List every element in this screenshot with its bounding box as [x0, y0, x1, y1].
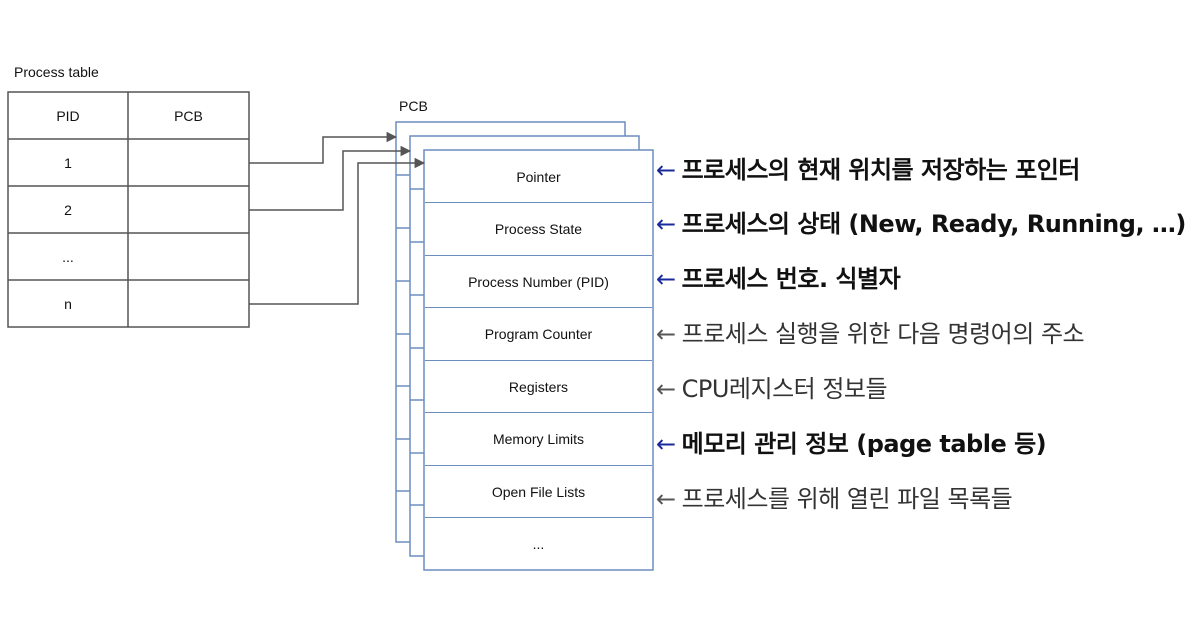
- annotation-text: 프로세스 번호. 식별자: [681, 265, 901, 293]
- annotation-text: 프로세스를 위해 열린 파일 목록들: [681, 485, 1013, 513]
- pcb-field-open-file-lists: Open File Lists: [425, 466, 652, 518]
- annotation-open-file-lists: ←프로세스를 위해 열린 파일 목록들: [656, 479, 1013, 514]
- connector-row-2: [249, 145, 412, 211]
- connector-row-n: [249, 157, 426, 305]
- annotation-process-state: ←프로세스의 상태 (New, Ready, Running, …): [656, 204, 1186, 239]
- process-table-grid: [7, 91, 250, 328]
- annotation-arrow: ←: [656, 210, 676, 238]
- annotation-text: 메모리 관리 정보 (page table 등): [681, 430, 1047, 458]
- pcb-field-program-counter: Program Counter: [425, 308, 652, 361]
- annotation-text: 프로세스의 현재 위치를 저장하는 포인터: [681, 156, 1081, 184]
- pcb-field-process-state: Process State: [425, 203, 652, 256]
- pcb-connectors: [249, 131, 426, 305]
- annotation-pointer: ←프로세스의 현재 위치를 저장하는 포인터: [656, 150, 1080, 185]
- annotation-memory-limits: ←메모리 관리 정보 (page table 등): [656, 424, 1047, 459]
- table-row-pid: n: [64, 295, 72, 312]
- pcb-stack-edge-ticks: [396, 174, 424, 506]
- annotation-text: CPU레지스터 정보들: [681, 375, 888, 403]
- pcb-field-memory-limits: Memory Limits: [425, 413, 652, 466]
- annotation-arrow: ←: [656, 375, 676, 403]
- annotation-arrow: ←: [656, 265, 676, 293]
- annotation-program-counter: ←프로세스 실행을 위한 다음 명령어의 주소: [656, 314, 1085, 349]
- table-row-pid: ...: [62, 248, 74, 265]
- annotation-arrow: ←: [656, 485, 676, 513]
- annotation-arrow: ←: [656, 430, 676, 458]
- table-row-pid: 2: [64, 201, 72, 218]
- annotation-arrow: ←: [656, 156, 676, 184]
- pcb-title: PCB: [399, 98, 428, 114]
- annotation-process-number: ←프로세스 번호. 식별자: [656, 259, 901, 294]
- pcb-field-pointer: Pointer: [425, 151, 652, 203]
- annotation-text: 프로세스 실행을 위한 다음 명령어의 주소: [681, 320, 1085, 348]
- table-header-pid: PID: [56, 107, 80, 124]
- annotation-arrow: ←: [656, 320, 676, 348]
- pcb-field-process-number: Process Number (PID): [425, 256, 652, 308]
- process-table-title: Process table: [14, 64, 99, 80]
- pcb-field-ellipsis: ...: [425, 518, 652, 569]
- pcb-field-registers: Registers: [425, 361, 652, 413]
- annotation-registers: ←CPU레지스터 정보들: [656, 369, 888, 404]
- table-header-pcb: PCB: [174, 107, 203, 124]
- table-row-pid: 1: [64, 154, 72, 171]
- connector-row-1: [249, 131, 398, 164]
- annotation-text: 프로세스의 상태 (New, Ready, Running, …): [681, 210, 1187, 238]
